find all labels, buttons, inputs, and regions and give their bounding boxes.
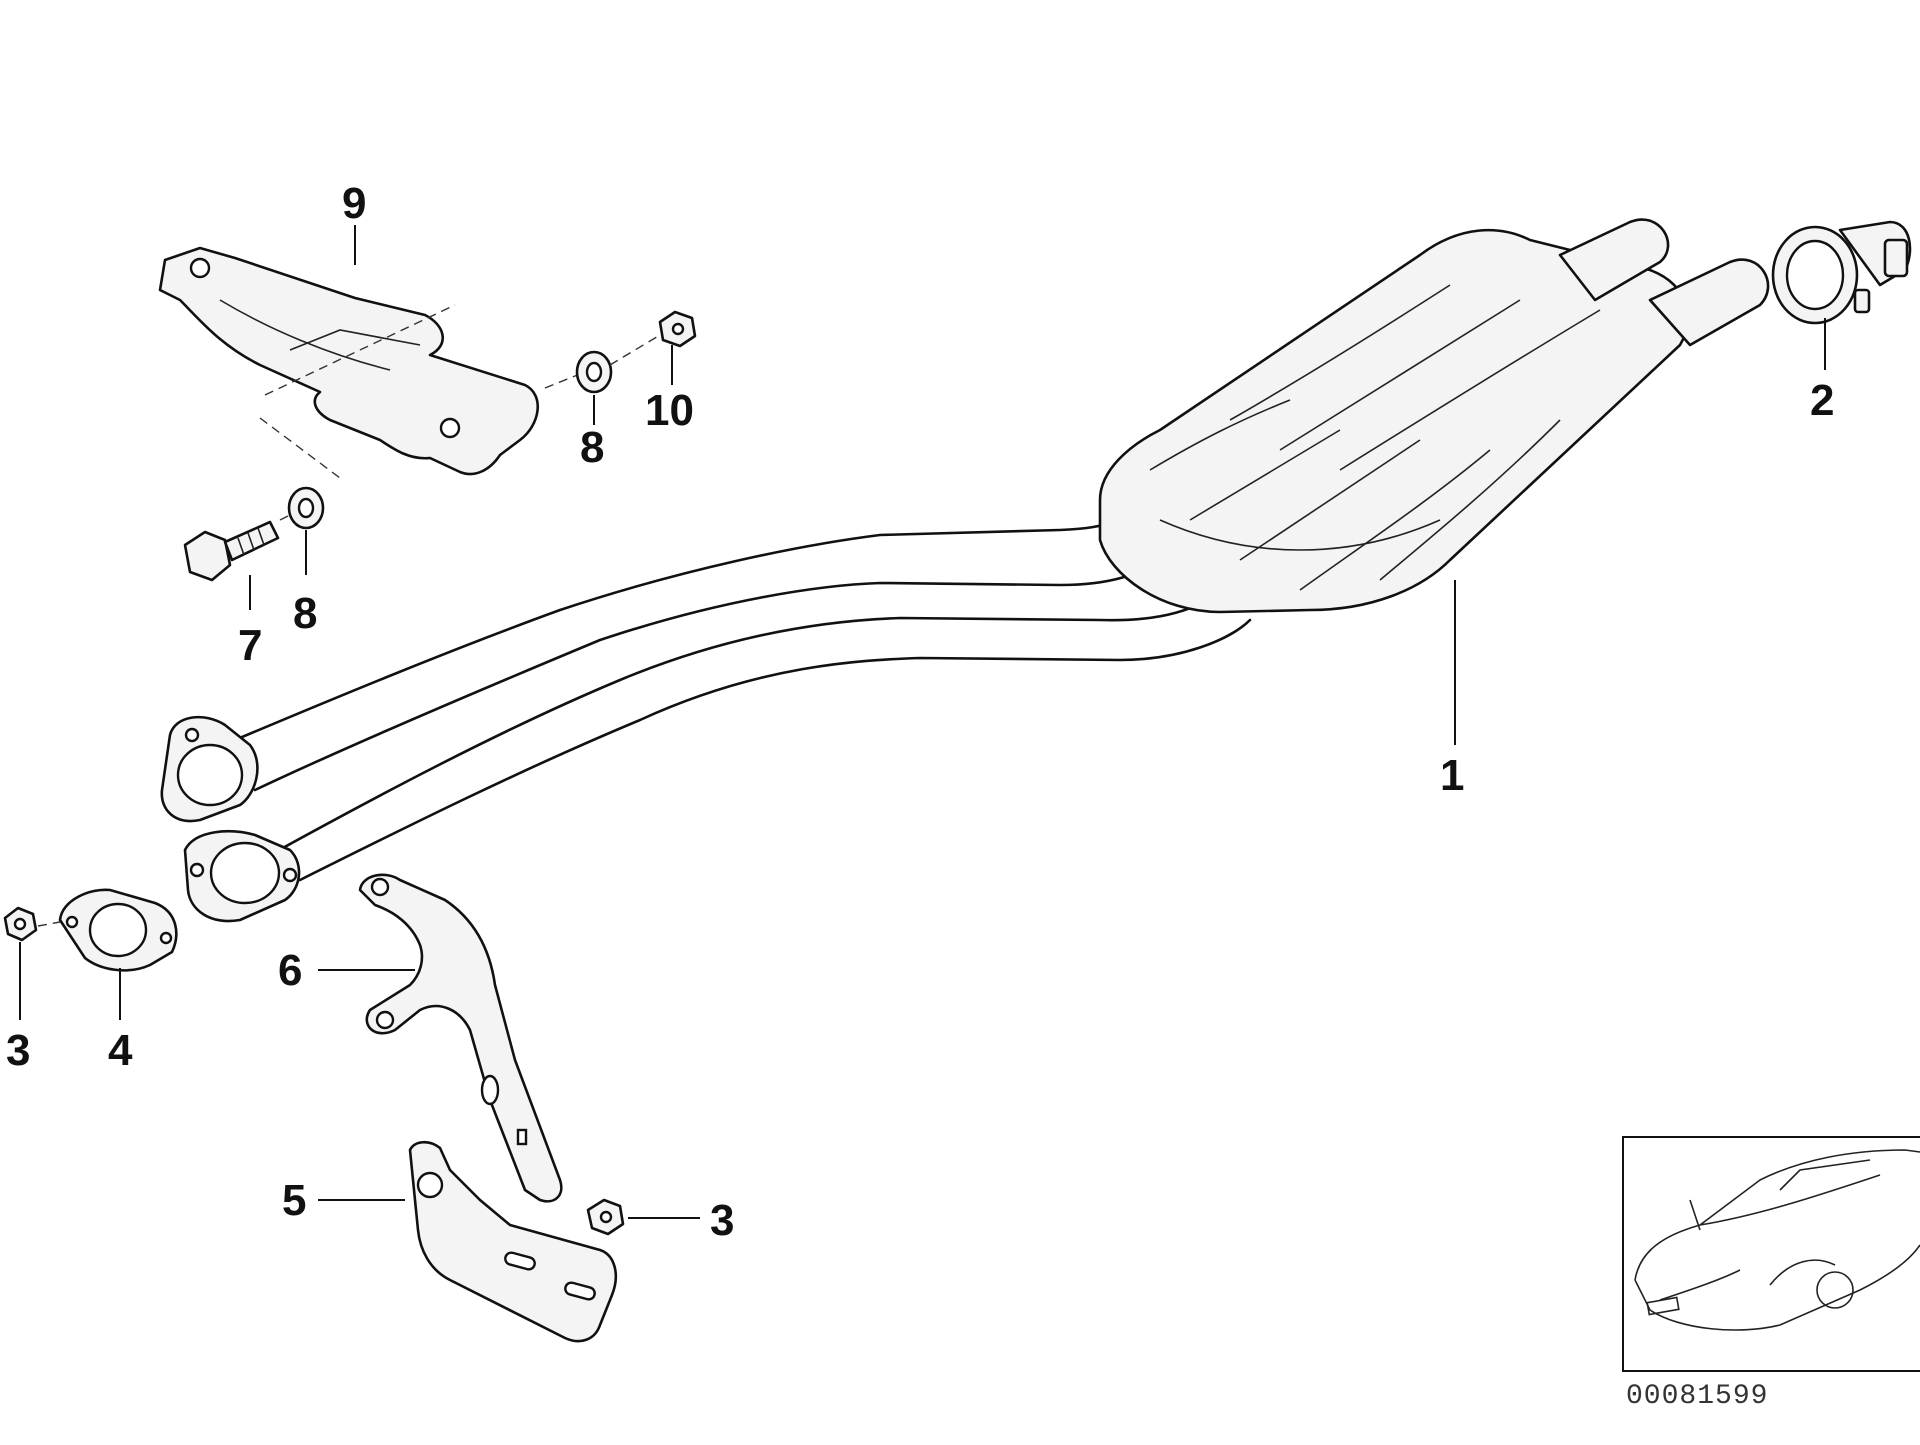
callout-7: 7 xyxy=(238,621,262,670)
car-locator-icon xyxy=(1634,1149,1920,1331)
bracket-icon[interactable] xyxy=(408,1140,617,1343)
hex-nut-icon[interactable] xyxy=(586,1198,625,1236)
callout-3: 3 xyxy=(710,1196,734,1245)
callout-8: 8 xyxy=(580,423,604,472)
gasket-icon[interactable] xyxy=(58,888,178,972)
callout-labels: 1 2 3 3 4 5 6 7 8 8 9 10 xyxy=(6,179,1834,1245)
callout-1: 1 xyxy=(1440,751,1464,800)
hex-nut-icon[interactable] xyxy=(658,310,697,348)
pipe-clamp-icon[interactable] xyxy=(1771,220,1912,325)
bracket-icon[interactable] xyxy=(358,873,563,1203)
callout-9: 9 xyxy=(342,179,366,228)
callout-5: 5 xyxy=(282,1176,306,1225)
heat-shield-bracket-icon[interactable] xyxy=(158,246,586,479)
washer-icon[interactable] xyxy=(575,350,613,394)
leader-lines xyxy=(19,225,1826,1219)
callout-8: 8 xyxy=(293,589,317,638)
document-number: 00081599 xyxy=(1626,1381,1768,1412)
hex-bolt-icon[interactable] xyxy=(183,520,280,582)
catalytic-converter-pipe-icon[interactable] xyxy=(160,218,1770,923)
washer-icon[interactable] xyxy=(287,486,325,530)
locator-inset xyxy=(1622,1136,1920,1372)
callout-10: 10 xyxy=(645,386,694,435)
hex-nut-icon[interactable] xyxy=(3,906,38,942)
callout-2: 2 xyxy=(1810,376,1834,425)
callout-3: 3 xyxy=(6,1026,30,1075)
callout-4: 4 xyxy=(108,1026,133,1075)
callout-6: 6 xyxy=(278,946,302,995)
